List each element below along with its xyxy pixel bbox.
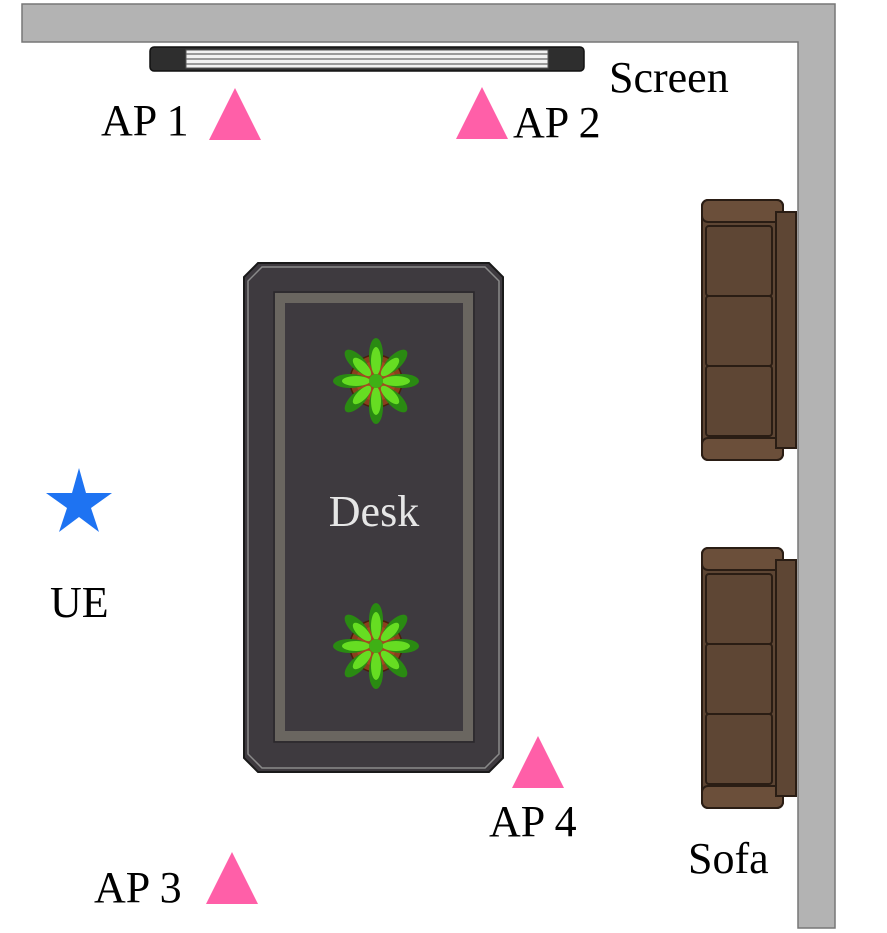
sofa-icon-upper: [701, 199, 797, 461]
ap3-label: AP 3: [94, 863, 182, 912]
ap4-triangle-icon: [512, 736, 564, 788]
ue-star-icon: [46, 468, 112, 532]
screen-label: Screen: [609, 53, 729, 102]
plant-icon-top: [332, 337, 420, 425]
ap2-triangle-icon: [456, 87, 508, 139]
plant-icon-bottom: [332, 602, 420, 690]
screen-icon: [149, 46, 585, 72]
ap1-label: AP 1: [101, 96, 189, 145]
ap1-triangle-icon: [209, 88, 261, 140]
ap3-triangle-icon: [206, 852, 258, 904]
room-wall: [21, 3, 836, 929]
desk-label: Desk: [329, 487, 419, 536]
ap2-label: AP 2: [513, 98, 601, 147]
sofa-label: Sofa: [688, 834, 769, 883]
ue-label: UE: [50, 578, 109, 627]
desk: [243, 262, 504, 773]
sofa-icon-lower: [701, 547, 797, 809]
ap4-label: AP 4: [489, 797, 577, 846]
